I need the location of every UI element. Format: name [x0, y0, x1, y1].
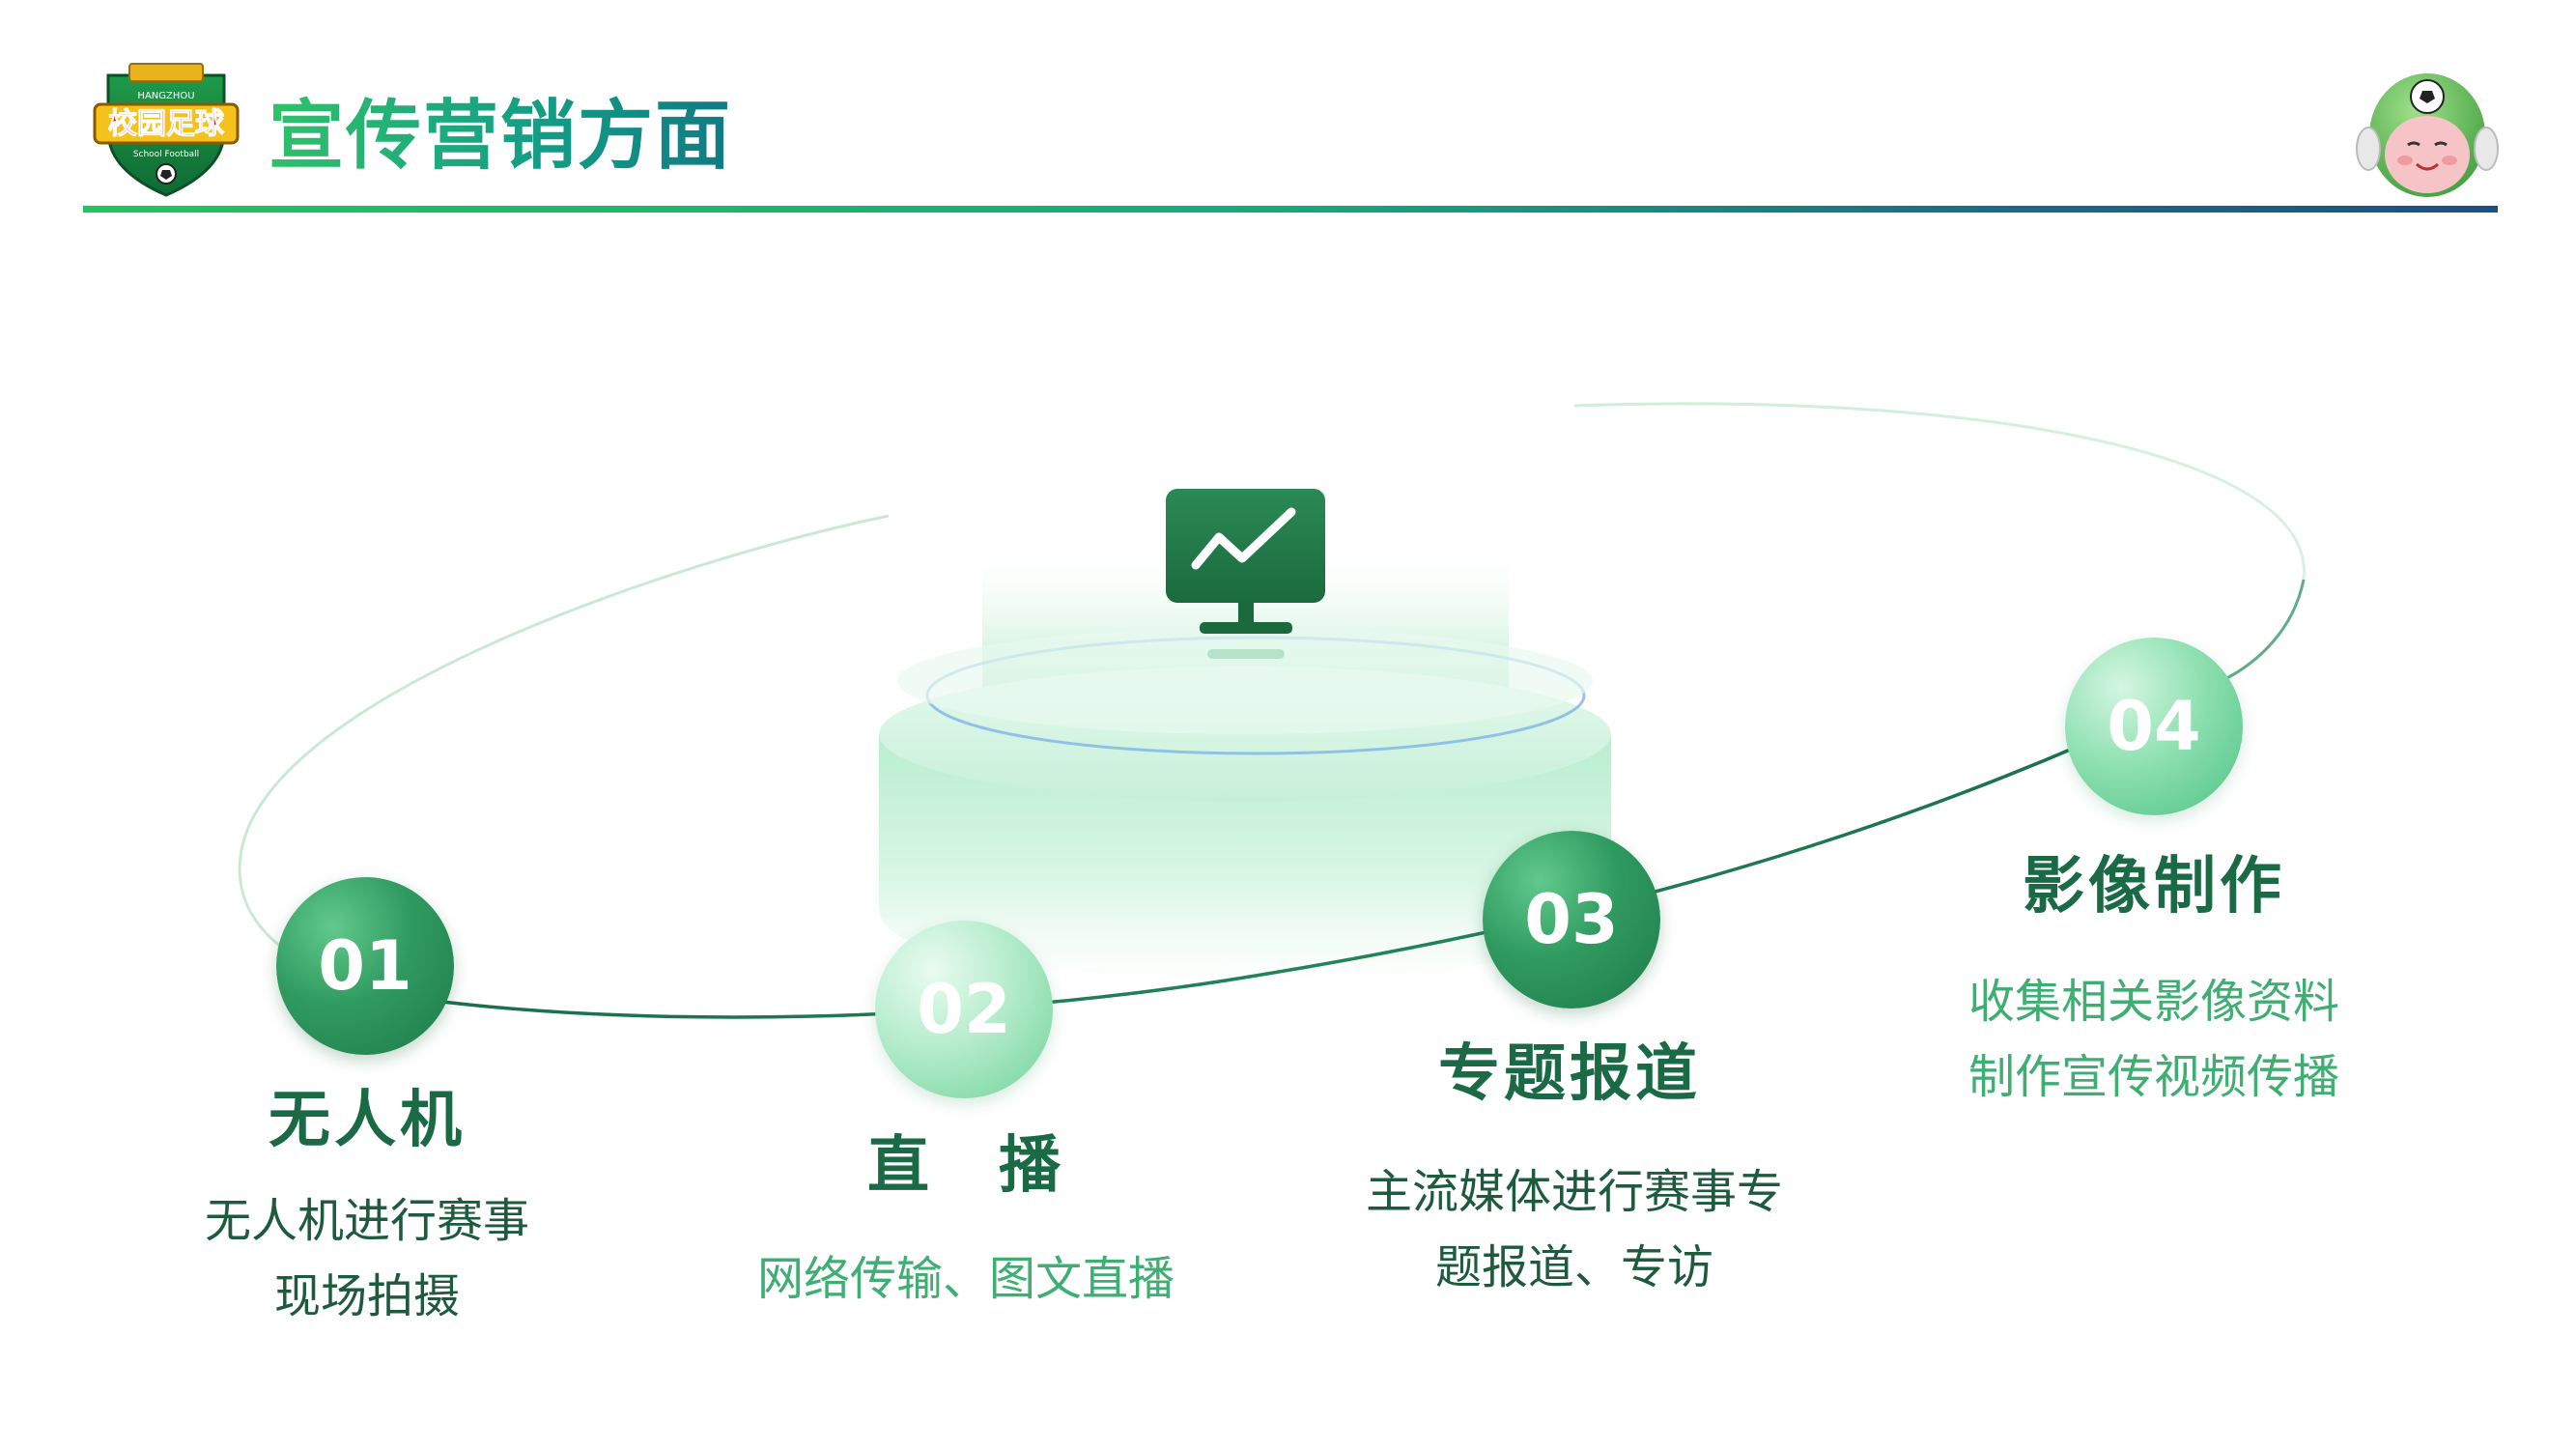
step-03-description: 主流媒体进行赛事专 题报道、专访: [1323, 1154, 1826, 1305]
step-04-title: 影像制作: [2023, 851, 2285, 923]
step-02-circle: 02: [875, 921, 1053, 1098]
step-01-circle: 01: [276, 877, 454, 1055]
step-02-desc-line-1: 网络传输、图文直播: [756, 1252, 1175, 1306]
step-02-number: 02: [917, 970, 1011, 1049]
step-01-title: 无人机: [269, 1085, 466, 1156]
step-04-description: 收集相关影像资料 制作宣传视频传播: [1912, 964, 2395, 1115]
step-03-number: 03: [1524, 880, 1619, 959]
step-04-number: 04: [2107, 687, 2201, 766]
step-02-title: 直 播: [867, 1130, 1064, 1202]
trend-monitor-icon: [1166, 489, 1325, 659]
page-title: 宣传营销方面: [269, 83, 732, 189]
step-01-desc-line-1: 无人机进行赛事: [204, 1194, 529, 1248]
header-divider: [83, 206, 2498, 213]
step-01-number: 01: [318, 926, 412, 1006]
step-03-circle: 03: [1483, 831, 1660, 1009]
step-02-description: 网络传输、图文直播: [724, 1241, 1207, 1317]
step-04-desc-line-1: 收集相关影像资料: [1967, 975, 2339, 1029]
logo-subtext: HANGZHOU: [137, 91, 194, 101]
step-03-desc-line-2: 题报道、专访: [1434, 1240, 1713, 1294]
football-mascot-icon: [2355, 60, 2500, 205]
school-football-logo: 校园足球 HANGZHOU School Football: [89, 54, 243, 199]
step-01-description: 无人机进行赛事 现场拍摄: [174, 1183, 560, 1334]
step-04-desc-line-2: 制作宣传视频传播: [1967, 1050, 2339, 1104]
step-04-circle: 04: [2065, 638, 2243, 815]
step-01-desc-line-2: 现场拍摄: [273, 1269, 460, 1323]
logo-tagline: School Football: [133, 150, 199, 159]
step-03-title: 专题报道: [1438, 1038, 1701, 1110]
step-03-desc-line-1: 主流媒体进行赛事专: [1365, 1165, 1783, 1219]
logo-text: 校园足球: [108, 107, 225, 141]
